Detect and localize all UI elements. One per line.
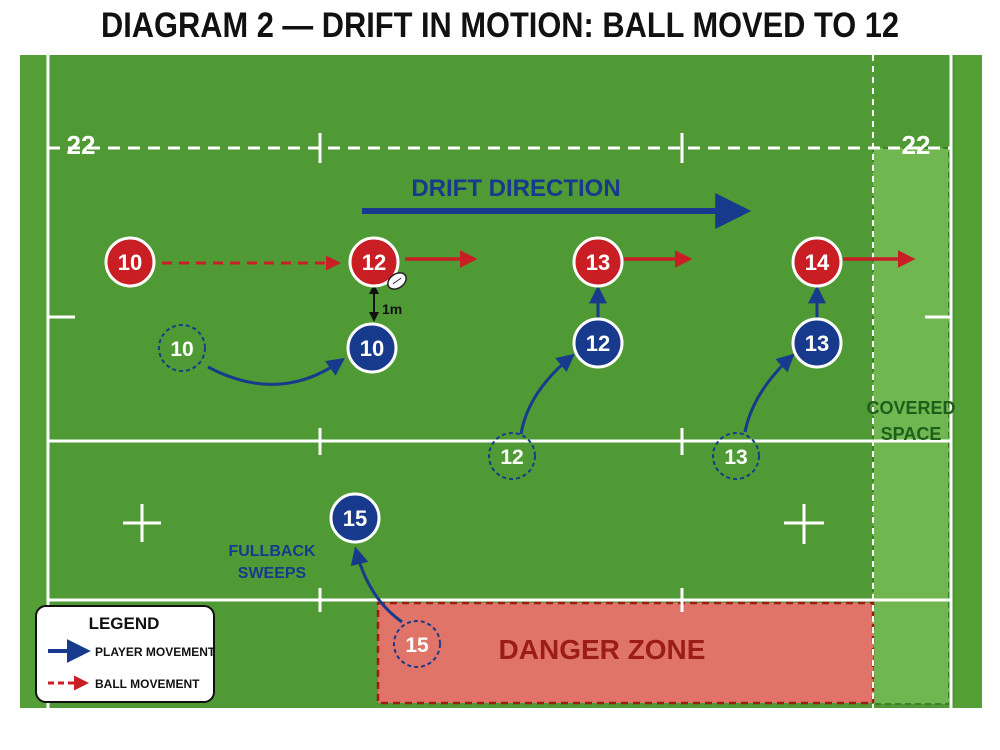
attacker-12: 12 — [348, 236, 400, 288]
one-metre-label: 1m — [382, 301, 402, 317]
attacker-14: 14 — [791, 236, 843, 288]
legend-title: LEGEND — [89, 614, 160, 633]
rugby-ball-icon — [387, 272, 407, 290]
svg-text:10: 10 — [170, 338, 193, 361]
defender-10: 10 — [346, 322, 398, 374]
svg-text:12: 12 — [362, 250, 386, 275]
defender-15: 15 — [329, 492, 381, 544]
defender-13: 13 — [791, 317, 843, 369]
svg-text:13: 13 — [586, 250, 610, 275]
fullback-sweeps-label-line2: SWEEPS — [238, 565, 307, 582]
ghost-defender-15: 15 — [393, 620, 441, 668]
svg-text:13: 13 — [805, 331, 829, 356]
svg-text:12: 12 — [500, 446, 523, 469]
covered-space-label-line1: COVERED — [866, 398, 955, 418]
svg-text:14: 14 — [805, 250, 830, 275]
ghost-defender-10: 10 — [158, 324, 206, 372]
attacker-13: 13 — [572, 236, 624, 288]
legend: LEGEND PLAYER MOVEMENT BALL MOVEMENT — [35, 605, 216, 703]
legend-ball-movement-label: BALL MOVEMENT — [95, 677, 200, 691]
ghost-defender-12: 12 — [488, 432, 536, 480]
pitch-markings — [46, 55, 953, 708]
covered-space-zone — [872, 147, 950, 705]
svg-text:12: 12 — [586, 331, 610, 356]
line-22-left-label: 22 — [67, 130, 96, 160]
diagram-title: DIAGRAM 2 — DRIFT IN MOTION: BALL MOVED … — [101, 6, 899, 45]
svg-text:15: 15 — [343, 506, 367, 531]
danger-zone-label: DANGER ZONE — [499, 634, 706, 665]
covered-space-label-line2: SPACE — [881, 424, 942, 444]
attacker-10: 10 — [104, 236, 156, 288]
line-22-right-label: 22 — [902, 130, 931, 160]
svg-text:10: 10 — [360, 336, 384, 361]
svg-text:15: 15 — [405, 634, 429, 657]
danger-zone — [376, 601, 875, 705]
drift-direction-label: DRIFT DIRECTION — [411, 175, 620, 202]
defender-12: 12 — [572, 317, 624, 369]
svg-text:10: 10 — [118, 250, 142, 275]
defender-run-arrows — [207, 285, 826, 624]
pitch-stripes — [20, 55, 982, 708]
svg-text:13: 13 — [724, 446, 747, 469]
fullback-sweeps-label-line1: FULLBACK — [228, 543, 316, 560]
legend-player-movement-label: PLAYER MOVEMENT — [95, 645, 216, 659]
ghost-defender-13: 13 — [712, 432, 760, 480]
